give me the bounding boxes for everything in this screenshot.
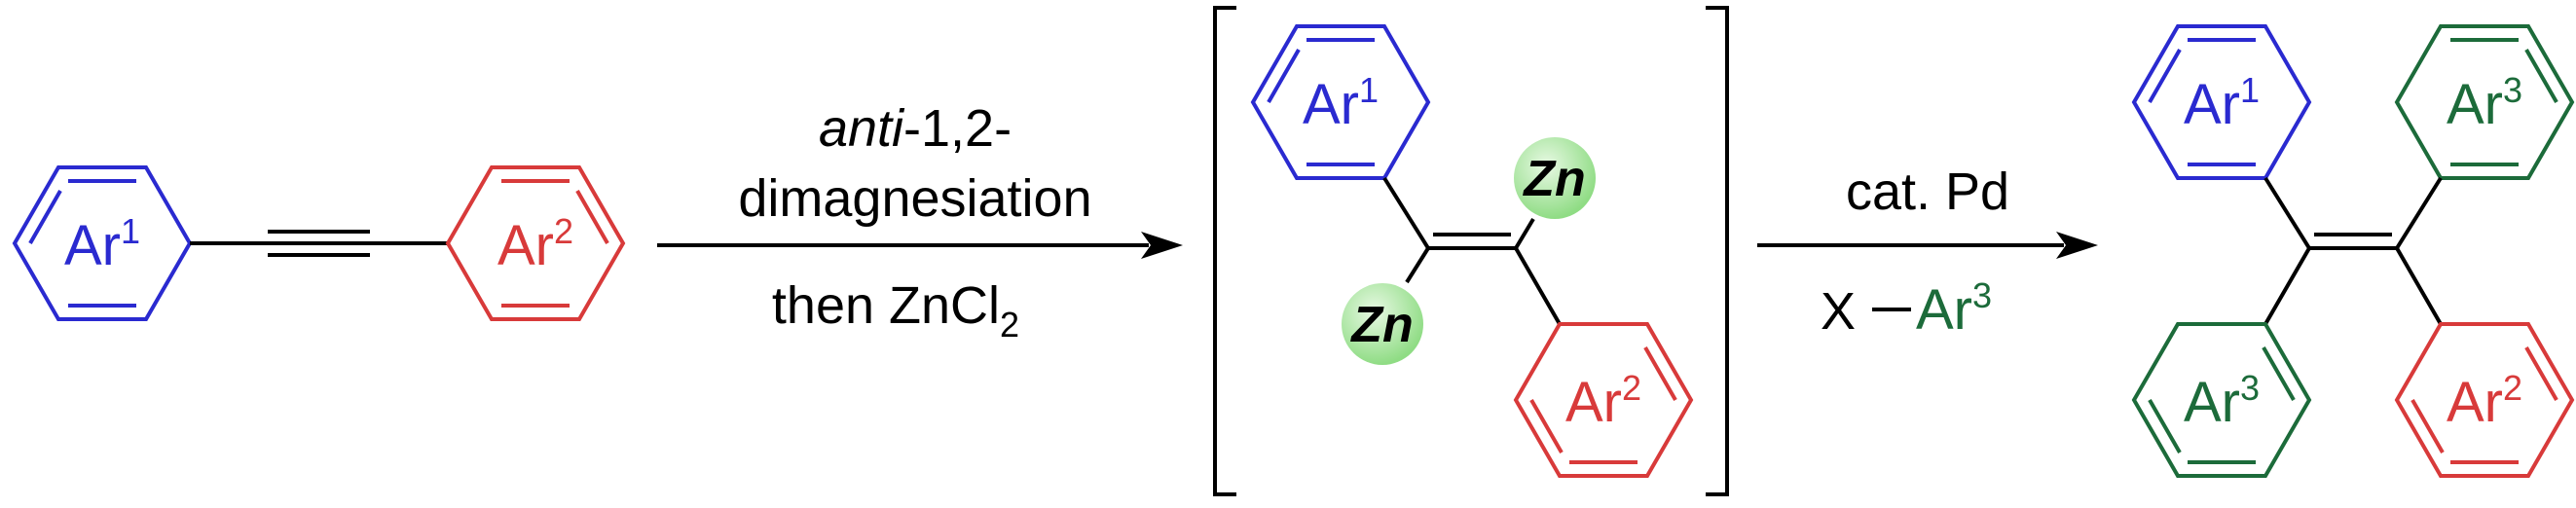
step1-condition-line3: then ZnCl2 bbox=[772, 276, 1019, 345]
step2-arrow bbox=[1757, 232, 2098, 259]
ar3-label-product-bottom: Ar3 bbox=[2184, 368, 2260, 434]
step1-arrow bbox=[657, 232, 1183, 259]
alkene-bonds-intermediate bbox=[1382, 176, 1562, 325]
alkyne-triple-bond bbox=[190, 230, 448, 257]
left-bracket bbox=[1213, 6, 1236, 496]
step2-condition-line1: cat. Pd bbox=[1846, 163, 2009, 221]
zn-sphere-bottom bbox=[1342, 283, 1423, 365]
ar1-label-product: Ar1 bbox=[2184, 70, 2260, 136]
ar1-ring-product bbox=[2131, 24, 2312, 180]
step2-condition-line2: X Ar3 bbox=[1821, 275, 1992, 342]
zn-sphere-top bbox=[1514, 137, 1596, 219]
ar2-ring-start bbox=[445, 165, 626, 321]
step1-condition-line1: anti-1,2- bbox=[819, 99, 1012, 158]
ar2-label-product: Ar2 bbox=[2447, 368, 2522, 434]
right-bracket bbox=[1706, 6, 1729, 496]
ar2-label-start: Ar2 bbox=[497, 211, 573, 277]
ar1-label-intermediate: Ar1 bbox=[1303, 70, 1379, 136]
ar2-label-intermediate: Ar2 bbox=[1565, 368, 1641, 434]
step1-condition-line2: dimagnesiation bbox=[738, 169, 1091, 228]
product: Ar1 Ar3 Ar3 Ar2 bbox=[2131, 24, 2575, 478]
ar2-ring-product bbox=[2394, 322, 2575, 478]
ar3-label-product-top: Ar3 bbox=[2447, 70, 2522, 136]
ar1-ring-intermediate bbox=[1250, 24, 1431, 180]
step2-x-label: X bbox=[1821, 282, 1856, 341]
step2-ar3-label: Ar3 bbox=[1916, 275, 1992, 342]
starting-material: Ar1 Ar2 bbox=[12, 165, 626, 321]
alkene-bonds-product bbox=[2263, 176, 2443, 325]
ar3-ring-product-bottom bbox=[2131, 322, 2312, 478]
ar1-label-start: Ar1 bbox=[64, 211, 140, 277]
zn-label-bottom: Zn bbox=[1349, 297, 1414, 353]
zn-label-top: Zn bbox=[1522, 151, 1586, 207]
intermediate: Ar1 Zn Zn Ar2 bbox=[1213, 6, 1729, 496]
ar2-ring-intermediate bbox=[1513, 322, 1694, 478]
